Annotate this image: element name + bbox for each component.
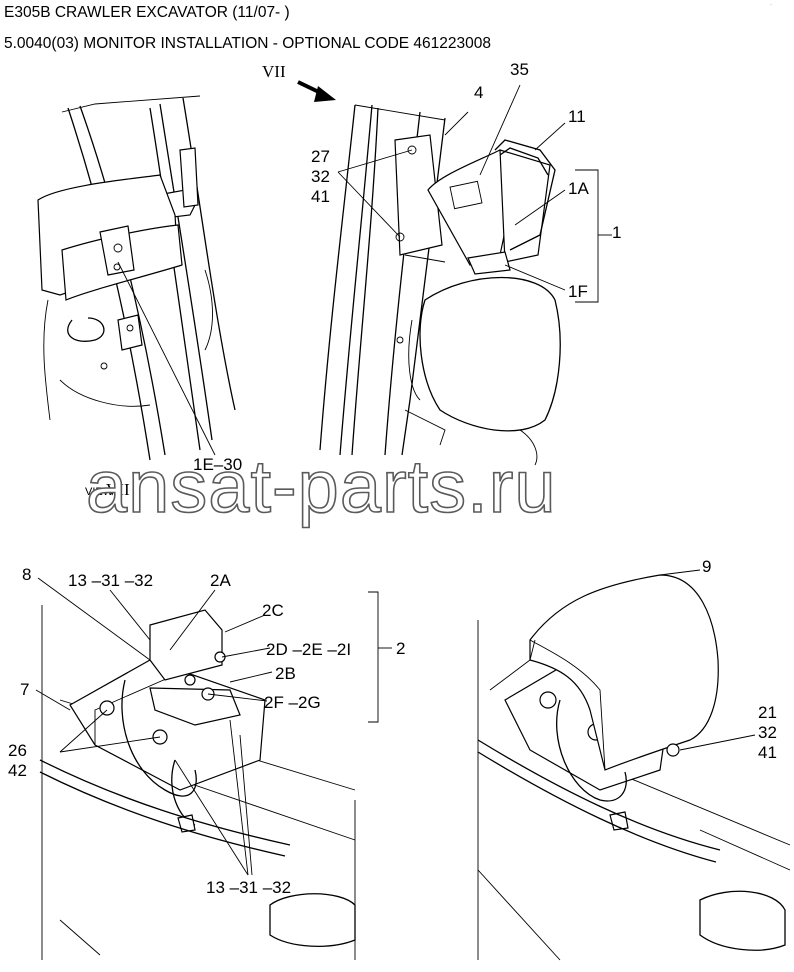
callout-32-lower: 32 bbox=[758, 723, 777, 742]
callout-42: 42 bbox=[8, 761, 27, 780]
watermark: ansat-parts.ru bbox=[86, 445, 557, 528]
callout-35: 35 bbox=[510, 60, 529, 79]
callout-11: 11 bbox=[568, 107, 586, 126]
view-vii-detail-drawing bbox=[37, 95, 236, 461]
view-caption-vii: VII bbox=[106, 480, 130, 499]
callout-2b: 2B bbox=[275, 664, 296, 683]
callout-27: 27 bbox=[311, 147, 330, 166]
callout-26: 26 bbox=[8, 741, 27, 760]
view-mark-vii: VII bbox=[262, 62, 286, 81]
callout-2a: 2A bbox=[210, 571, 231, 590]
callout-4: 4 bbox=[474, 83, 483, 102]
document-title: E305B CRAWLER EXCAVATOR (11/07- ) bbox=[4, 4, 290, 21]
callout-13-31-32-top: 13 –31 –32 bbox=[68, 571, 153, 590]
section-subtitle: 5.0040(03) MONITOR INSTALLATION - OPTION… bbox=[4, 35, 491, 52]
cover-detail-drawing bbox=[477, 569, 791, 961]
view-caption-prefix: VIEW bbox=[85, 486, 114, 498]
monitor-installation-drawing bbox=[297, 80, 612, 466]
callout-7: 7 bbox=[20, 680, 29, 699]
callout-21: 21 bbox=[758, 703, 777, 722]
callout-2: 2 bbox=[396, 639, 405, 658]
callout-13-31-32-bottom: 13 –31 –32 bbox=[206, 878, 291, 897]
callout-41: 41 bbox=[311, 187, 330, 206]
callout-1a: 1A bbox=[568, 179, 589, 198]
callout-2f-2g: 2F –2G bbox=[264, 693, 321, 712]
callout-1: 1 bbox=[612, 223, 621, 242]
callout-2c: 2C bbox=[262, 601, 284, 620]
callout-9: 9 bbox=[702, 557, 711, 576]
corner-mark: · bbox=[770, 2, 772, 8]
callout-2d-2e-2i: 2D –2E –2I bbox=[266, 640, 351, 659]
callout-1f: 1F bbox=[568, 282, 588, 301]
callout-1e-30: 1E–30 bbox=[193, 455, 242, 474]
callout-41-lower: 41 bbox=[758, 743, 777, 762]
callout-32: 32 bbox=[311, 167, 330, 186]
bracket-detail-drawing bbox=[35, 577, 392, 960]
callout-8: 8 bbox=[22, 565, 31, 584]
